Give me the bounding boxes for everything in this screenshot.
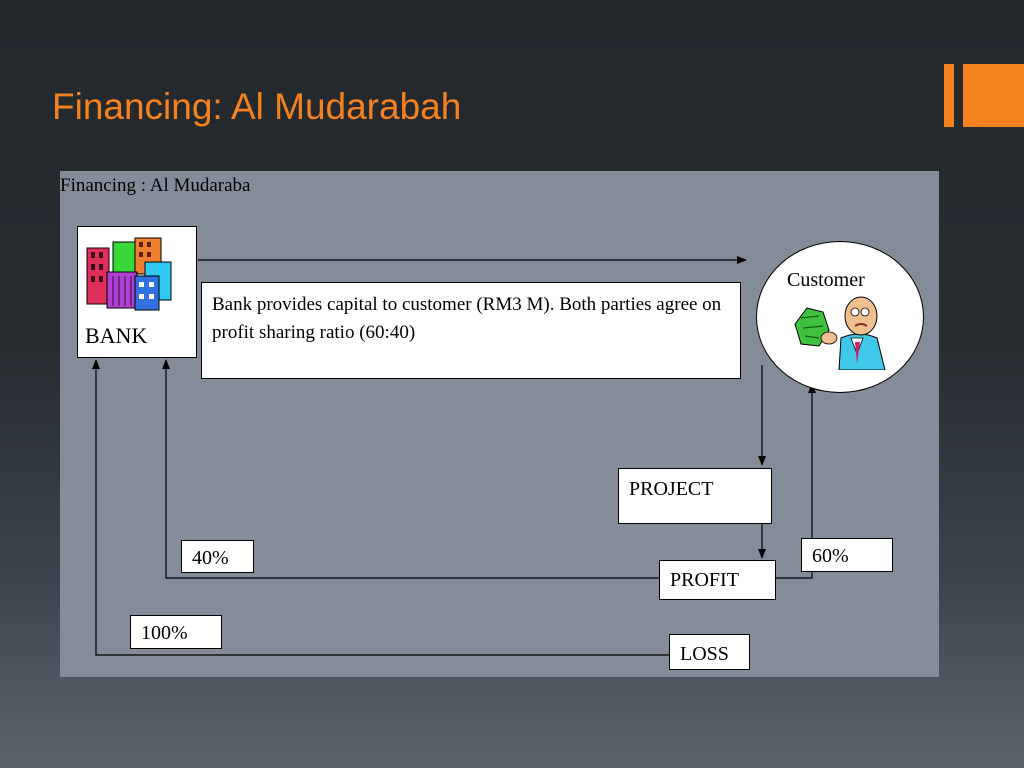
diagram-title: Financing : Al Mudaraba <box>60 175 251 196</box>
loss-node: LOSS <box>669 634 750 670</box>
bank-loss-share-label: 100% <box>141 622 188 644</box>
accent-bar-thick <box>963 64 1024 127</box>
loss-label: LOSS <box>680 643 729 665</box>
bank-label: BANK <box>85 323 148 348</box>
customer-node: Customer <box>756 241 924 393</box>
project-label: PROJECT <box>629 478 714 500</box>
customer-with-money-icon <box>794 296 886 370</box>
bank-profit-share-badge: 40% <box>181 540 254 573</box>
customer-label: Customer <box>787 269 865 291</box>
profit-label: PROFIT <box>670 569 739 591</box>
bank-node: BANK <box>77 226 197 358</box>
bank-loss-share-badge: 100% <box>130 615 222 649</box>
accent-bar-thin <box>944 64 954 127</box>
bank-buildings-icon <box>86 237 172 311</box>
description-text: Bank provides capital to customer (RM3 M… <box>212 294 722 343</box>
customer-profit-share-badge: 60% <box>801 538 893 572</box>
description-box: Bank provides capital to customer (RM3 M… <box>201 282 741 379</box>
slide-title: Financing: Al Mudarabah <box>52 86 462 127</box>
bank-profit-share-label: 40% <box>192 547 229 569</box>
profit-node: PROFIT <box>659 560 776 600</box>
customer-profit-share-label: 60% <box>812 545 849 567</box>
project-node: PROJECT <box>618 468 772 524</box>
